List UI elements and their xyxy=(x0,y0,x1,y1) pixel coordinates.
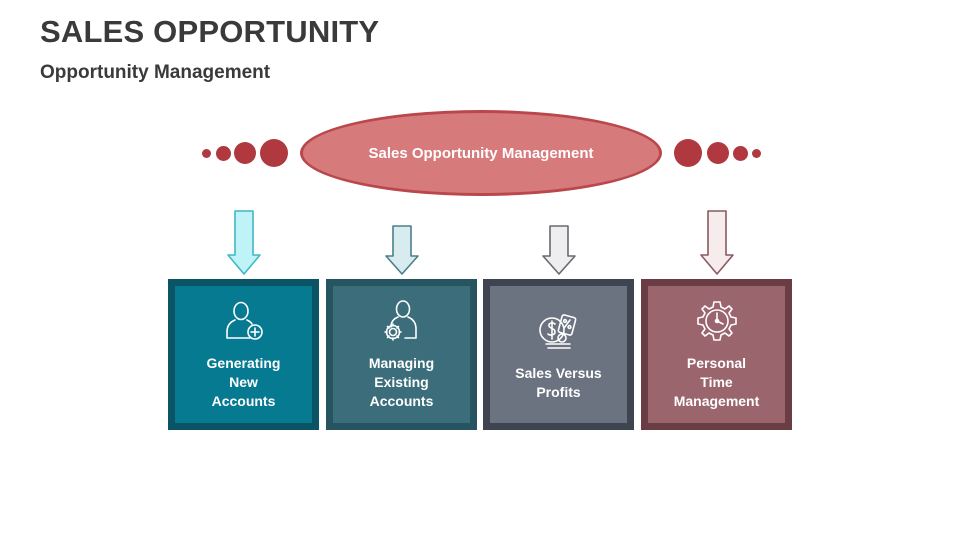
decorative-dot xyxy=(752,149,761,158)
decorative-dot xyxy=(234,142,256,164)
card-inner: Managing Existing Accounts xyxy=(333,286,470,423)
user-gear-icon xyxy=(383,300,417,341)
decorative-dot xyxy=(202,149,211,158)
card-label: Managing Existing Accounts xyxy=(368,355,435,409)
page-title: SALES OPPORTUNITY xyxy=(40,14,380,49)
page-subtitle: Opportunity Management xyxy=(40,62,271,83)
decorative-dot xyxy=(260,139,288,167)
card-inner: Sales Versus Profits xyxy=(490,286,627,423)
card-managing-existing-accounts: Managing Existing Accounts xyxy=(326,279,477,430)
central-ellipse-label: Sales Opportunity Management xyxy=(368,144,594,162)
decorative-dot xyxy=(216,146,231,161)
card-personal-time-management: Personal Time Management xyxy=(641,279,792,430)
down-arrow-icon xyxy=(385,225,419,275)
money-percent-icon xyxy=(538,313,576,349)
card-inner: Personal Time Management xyxy=(648,286,785,423)
card-label: Sales Versus Profits xyxy=(515,364,602,400)
add-user-icon xyxy=(225,301,263,340)
decorative-dot xyxy=(674,139,702,167)
card-label: Personal Time Management xyxy=(673,355,760,409)
card-sales-versus-profits: Sales Versus Profits xyxy=(483,279,634,430)
down-arrow-icon xyxy=(542,225,576,275)
card-inner: Generating New Accounts xyxy=(175,286,312,423)
decorative-dot xyxy=(733,146,748,161)
card-generating-new-accounts: Generating New Accounts xyxy=(168,279,319,430)
clock-gear-icon xyxy=(696,301,737,341)
card-label: Generating New Accounts xyxy=(206,355,281,409)
central-ellipse: Sales Opportunity Management xyxy=(300,110,662,196)
down-arrow-icon xyxy=(700,210,734,275)
decorative-dot xyxy=(707,142,729,164)
down-arrow-icon xyxy=(227,210,261,275)
